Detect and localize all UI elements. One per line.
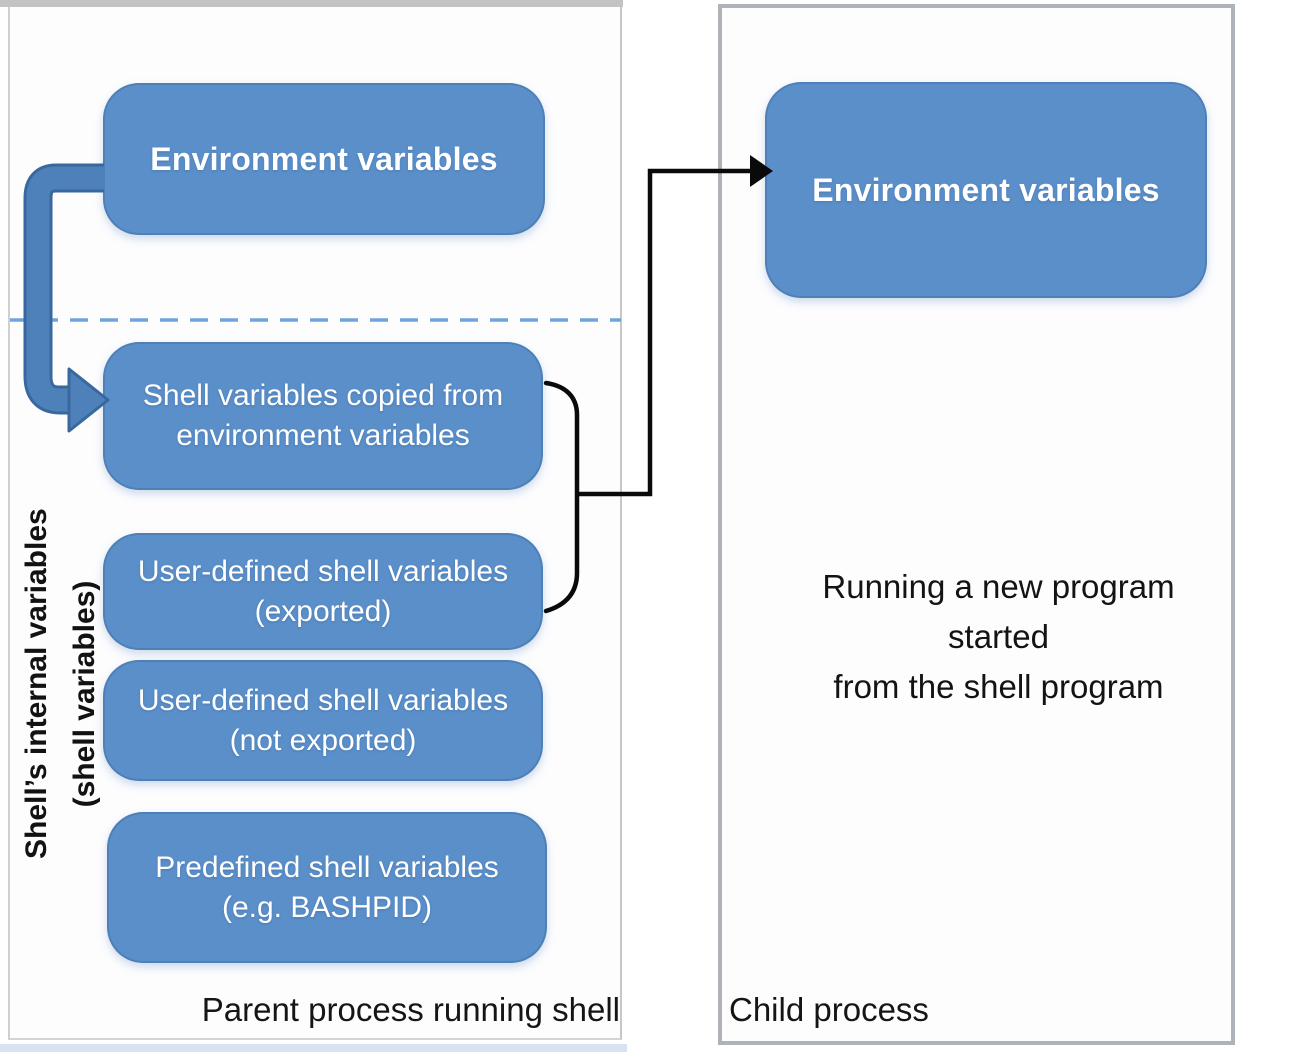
child-note-line2: started <box>948 618 1049 655</box>
predefined-shell-variables-box: Predefined shell variables (e.g. BASHPID… <box>107 812 547 963</box>
user-defined-not-exported-line1: User-defined shell variables <box>137 683 509 717</box>
child-note-line3: from the shell program <box>833 668 1164 705</box>
shell-variables-copied-line2: environment variables <box>176 419 470 452</box>
side-label-line1: Shell’s internal variables <box>20 508 53 859</box>
child-process-caption: Child process <box>729 991 929 1028</box>
child-environment-variables-label: Environment variables <box>812 171 1160 208</box>
user-defined-exported-line1: User-defined shell variables <box>137 554 509 588</box>
bottom-page-strip <box>0 1044 627 1052</box>
user-defined-exported-line2: (exported) <box>254 594 392 628</box>
parent-environment-variables-box: Environment variables <box>103 83 545 235</box>
shell-variables-copied-line1: Shell variables copied from <box>142 379 504 412</box>
parent-process-caption: Parent process running shell <box>201 991 620 1028</box>
predefined-shell-variables-line1: Predefined shell variables <box>155 850 499 884</box>
shell-internal-variables-side-label: Shell’s internal variables (shell variab… <box>13 508 109 859</box>
user-defined-not-exported-box: User-defined shell variables (not export… <box>103 660 543 781</box>
child-environment-variables-box: Environment variables <box>765 82 1207 298</box>
shell-variables-copied-box: Shell variables copied from environment … <box>103 342 543 490</box>
predefined-shell-variables-line2: (e.g. BASHPID) <box>221 890 433 924</box>
child-note-line1: Running a new program <box>822 568 1175 605</box>
user-defined-not-exported-line2: (not exported) <box>229 723 417 757</box>
user-defined-exported-box: User-defined shell variables (exported) <box>103 533 543 650</box>
top-edge-bar <box>0 0 623 7</box>
side-label-line2: (shell variables) <box>68 580 101 808</box>
child-note: Running a new program started from the s… <box>765 562 1232 712</box>
parent-environment-variables-label: Environment variables <box>150 140 498 177</box>
